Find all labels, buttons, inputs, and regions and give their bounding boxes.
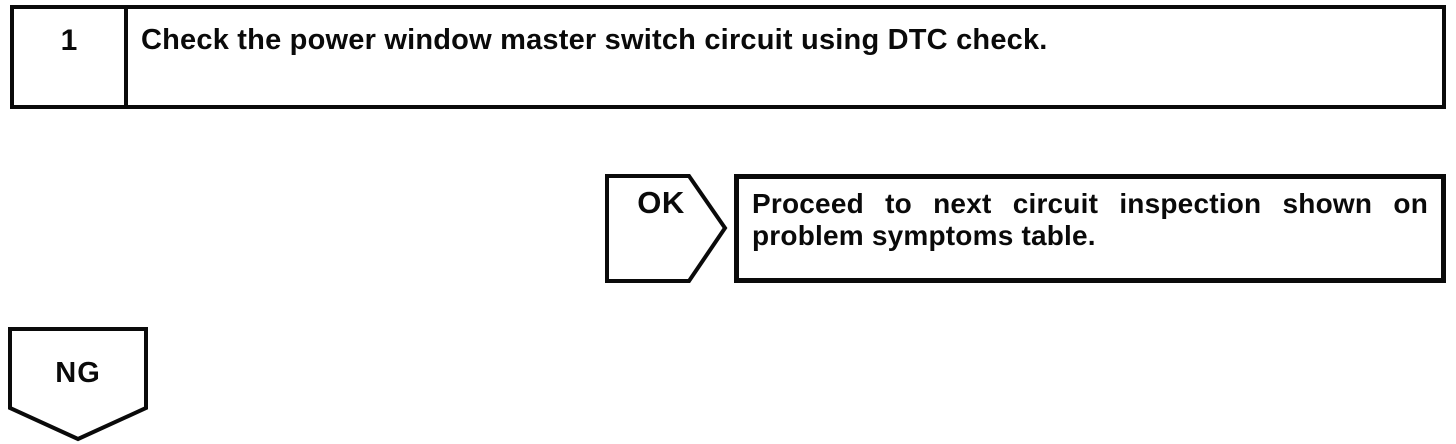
ng-pentagon-down-icon: [8, 327, 148, 442]
step-number: 1: [14, 9, 128, 105]
step-box: 1 Check the power window master switch c…: [10, 5, 1446, 109]
ok-result-box: Proceed to next circuit inspection shown…: [734, 174, 1446, 283]
ng-label: NG: [55, 357, 101, 389]
ok-result-line-1: Proceed to next circuit inspection shown…: [752, 188, 1428, 219]
ok-label: OK: [637, 185, 685, 220]
ng-connector: NG: [8, 327, 148, 442]
step-instruction: Check the power window master switch cir…: [141, 24, 1048, 56]
ok-connector: OK: [605, 174, 728, 283]
ok-result-line-2: problem symptoms table.: [752, 220, 1096, 252]
ok-pentagon-right-icon: [605, 174, 728, 283]
